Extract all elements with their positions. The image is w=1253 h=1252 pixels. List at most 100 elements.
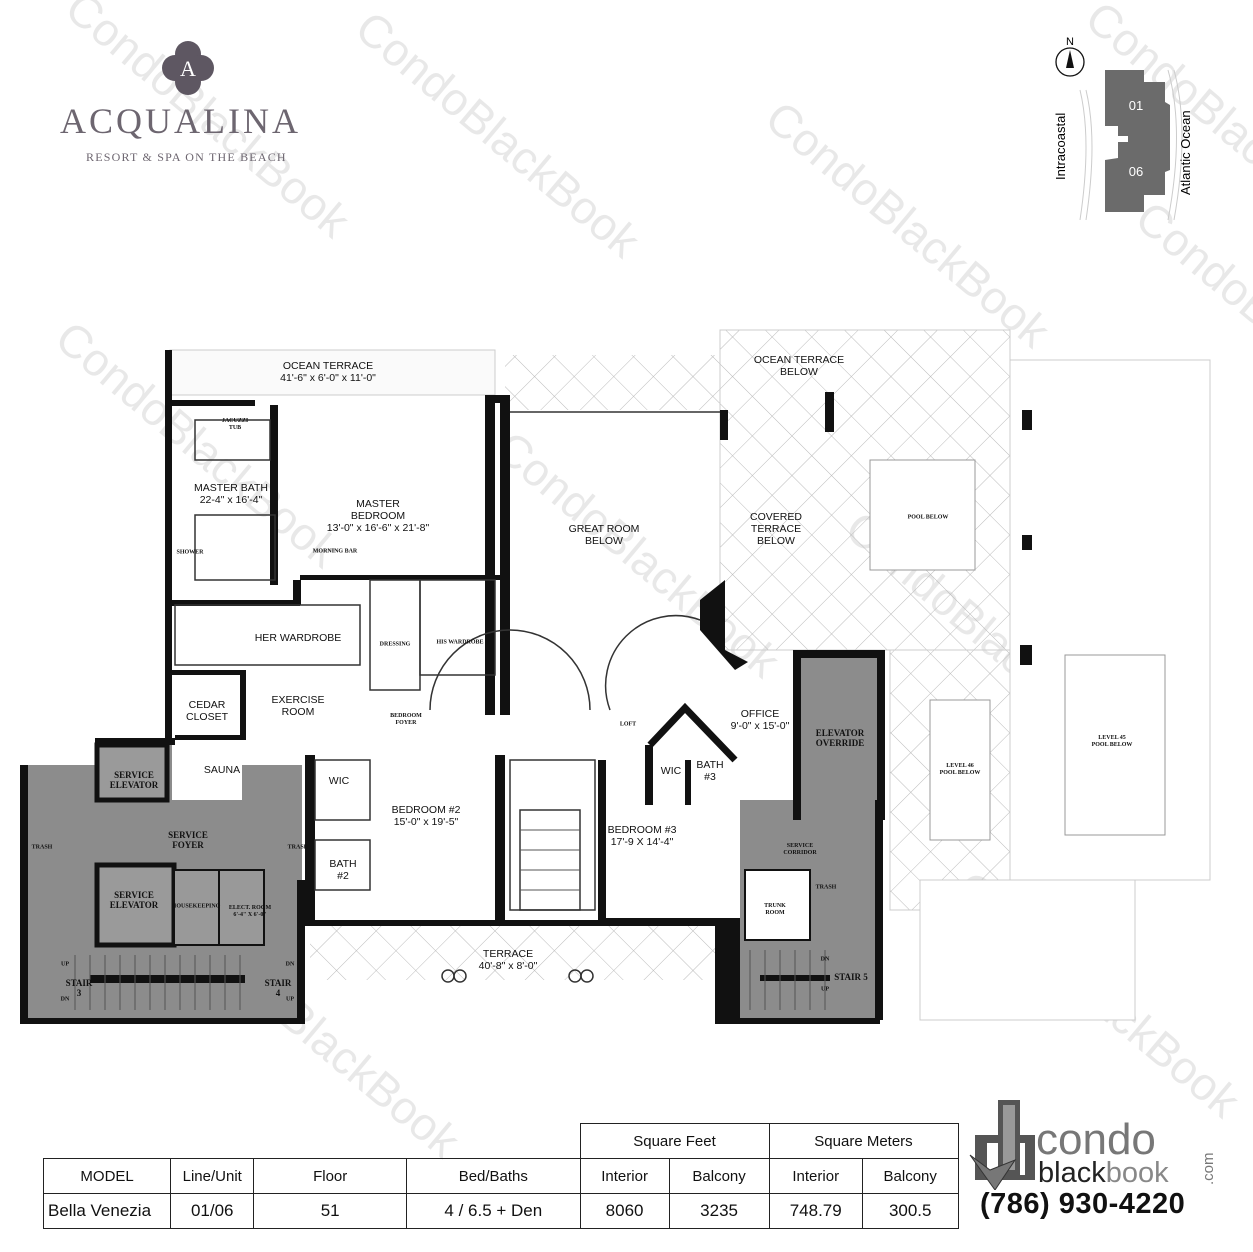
- brand-name: ACQUALINA: [60, 101, 301, 141]
- sqft-group-header: Square Feet: [579, 1123, 770, 1159]
- sqm-interior-cell: 748.79: [768, 1193, 863, 1229]
- plan-label: DN: [60, 996, 70, 1003]
- room-dimensions: 17'-9 X 14'-4": [610, 836, 674, 848]
- room-name: GREAT ROOM BELOW: [568, 523, 640, 547]
- plan-label: ELEVATOR OVERRIDE: [815, 728, 865, 748]
- room-name: WIC: [328, 775, 350, 787]
- room-name: MASTER BATH: [194, 482, 268, 494]
- acqualina-logo-icon: A: [162, 41, 214, 95]
- plan-label: SHOWER: [176, 549, 204, 556]
- room-name: OCEAN TERRACE: [282, 360, 374, 372]
- table-header-row: MODEL Line/Unit Floor Bed/Baths Interior…: [42, 1158, 959, 1194]
- room-label: BATH #2: [329, 858, 356, 882]
- table-row: Bella Venezia 01/06 51 4 / 6.5 + Den 806…: [42, 1193, 959, 1229]
- plan-label: HOUSEKEEPING: [171, 903, 221, 910]
- column-header: MODEL: [42, 1158, 172, 1194]
- plan-label: LOFT: [619, 721, 637, 728]
- plan-label: SERVICE ELEVATOR: [109, 890, 159, 910]
- logo-book-text: book: [1105, 1157, 1169, 1189]
- plan-label: ELECT. ROOM 6'-4" X 6'-0": [228, 905, 272, 918]
- logo-com-text: .com: [1200, 1152, 1217, 1185]
- room-label: OCEAN TERRACE BELOW: [754, 354, 844, 378]
- room-name: HER WARDROBE: [254, 632, 342, 644]
- room-dimensions: 15'-0" x 19'-5": [393, 816, 459, 828]
- plan-label: LEVEL 45 POOL BELOW: [1091, 735, 1133, 748]
- room-dimensions: 40'-8" x 8'-0": [478, 960, 538, 972]
- plan-label: TRASH: [31, 844, 53, 851]
- room-name: BEDROOM #2: [391, 804, 461, 816]
- plan-label: MORNING BAR: [312, 548, 358, 555]
- column-header: Bed/Baths: [406, 1158, 581, 1194]
- room-label: HER WARDROBE: [255, 632, 342, 644]
- room-label: COVERED TERRACE BELOW: [750, 511, 802, 547]
- plan-label: UP: [821, 986, 829, 993]
- atlantic-ocean-label: Atlantic Ocean: [1178, 110, 1193, 195]
- plan-label: TRASH: [287, 844, 309, 851]
- compass-icon: [1055, 47, 1085, 77]
- plan-label: UP: [61, 961, 69, 968]
- column-header: Line/Unit: [170, 1158, 255, 1194]
- building-outline: [1105, 70, 1170, 212]
- sqft-interior-cell: 8060: [579, 1193, 670, 1229]
- room-name: BATH #2: [329, 858, 357, 882]
- column-header: Floor: [253, 1158, 408, 1194]
- unit-06-label: 06: [1129, 164, 1143, 179]
- bed-baths-cell: 4 / 6.5 + Den: [406, 1193, 581, 1229]
- key-plan: N 01 06 Intracoastal Atlantic Ocean: [1053, 36, 1193, 220]
- room-label: SAUNA: [204, 764, 240, 776]
- plan-label: DRESSING: [379, 641, 411, 648]
- floor-cell: 51: [253, 1193, 408, 1229]
- room-name: OCEAN TERRACE BELOW: [753, 354, 845, 378]
- room-name: CEDAR CLOSET: [185, 699, 229, 723]
- room-name: EXERCISE ROOM: [271, 694, 325, 718]
- logo-blackbook-text: blackbook: [1038, 1158, 1169, 1188]
- intracoastal-label: Intracoastal: [1053, 113, 1068, 180]
- plan-label: TRUNK ROOM: [764, 903, 786, 916]
- plan-label: UP: [286, 996, 294, 1003]
- plan-label: STAIR 3: [65, 978, 93, 998]
- svg-text:A: A: [180, 56, 196, 81]
- sqft-balcony-cell: 3235: [668, 1193, 770, 1229]
- room-name: TERRACE: [482, 948, 534, 960]
- room-name: COVERED TERRACE BELOW: [750, 511, 802, 547]
- room-label: WIC: [329, 775, 349, 787]
- logo-black-text: black: [1038, 1157, 1106, 1189]
- room-dimensions: 13'-0" x 16'-6" x 21'-8": [326, 522, 430, 534]
- phone-number: (786) 930-4220: [980, 1188, 1186, 1220]
- logo-condo-text: condo: [1036, 1115, 1156, 1164]
- plan-label: SERVICE ELEVATOR: [109, 770, 159, 790]
- sqm-group-header: Square Meters: [768, 1123, 959, 1159]
- unit-specs-table: Square Feet Square Meters MODEL Line/Uni…: [42, 1123, 959, 1229]
- brand-tagline: RESORT & SPA ON THE BEACH: [86, 150, 287, 164]
- column-header: Interior: [579, 1158, 670, 1194]
- room-dimensions: 22-4" x 16'-4": [199, 494, 263, 506]
- room-name: OFFICE: [740, 708, 780, 720]
- room-name: WIC: [660, 765, 682, 777]
- plan-label: LEVEL 46 POOL BELOW: [939, 763, 981, 776]
- plan-label: POOL BELOW: [907, 514, 949, 521]
- unit-01-label: 01: [1129, 98, 1143, 113]
- plan-label: STAIR 5: [834, 972, 868, 982]
- column-header: Balcony: [861, 1158, 959, 1194]
- model-cell: Bella Venezia: [42, 1193, 172, 1229]
- floor-plan-drawing: [20, 329, 1211, 1024]
- sqm-balcony-cell: 300.5: [861, 1193, 959, 1229]
- room-name: MASTER BEDROOM: [350, 498, 406, 522]
- plan-label: SERVICE CORRIDOR: [783, 843, 817, 856]
- room-dimensions: 9'-0" x 15'-0": [730, 720, 790, 732]
- plan-label: TRASH: [815, 884, 837, 891]
- plan-label: DN: [285, 961, 295, 968]
- north-label: N: [1066, 36, 1074, 48]
- plan-label: JACUZZI TUB: [221, 418, 249, 431]
- column-header: Balcony: [668, 1158, 770, 1194]
- plan-label: DN: [820, 956, 830, 963]
- plan-label: BEDROOM FOYER: [390, 713, 422, 726]
- plan-label: SERVICE FOYER: [168, 830, 208, 850]
